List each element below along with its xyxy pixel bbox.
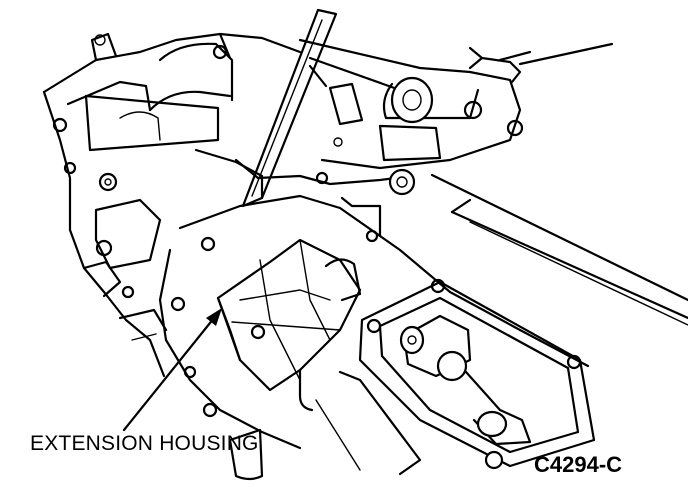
callout-arrow	[122, 308, 222, 432]
frame-crossmember	[430, 173, 688, 326]
extension-housing-label: EXTENSION HOUSING	[30, 432, 259, 455]
main-case	[42, 32, 416, 378]
linkage-arm	[298, 38, 532, 170]
shift-cover-plate	[358, 278, 596, 470]
extension-housing	[158, 194, 590, 481]
leader-lines	[308, 42, 614, 88]
figure-code: C4294-C	[534, 452, 623, 477]
